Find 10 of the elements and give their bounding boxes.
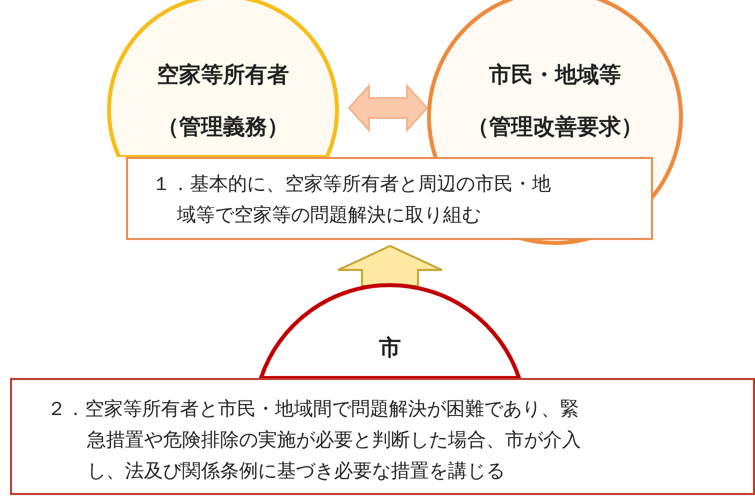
node-title: 市民・地域等 [489, 63, 621, 88]
node-subtitle: （管理改善要求） [467, 115, 643, 140]
description-text: １．基本的に、空家等所有者と周辺の市民・地域等で空家等の問題解決に取り組む [151, 172, 552, 228]
node-title: 市 [379, 336, 401, 361]
block-arrow [337, 244, 443, 287]
node-subtitle: （管理義務） [157, 115, 289, 140]
node-title: 空家等所有者 [157, 63, 289, 88]
block-arrow [348, 83, 428, 133]
text-box [126, 157, 653, 240]
description-text: ２．空家等所有者と市民・地域間で問題解決が困難であり、緊急措置や危険排除の実施が必要と判断した場合、市が介入し、法及び関係条例に基づき必要な措置を講じる [46, 397, 582, 484]
